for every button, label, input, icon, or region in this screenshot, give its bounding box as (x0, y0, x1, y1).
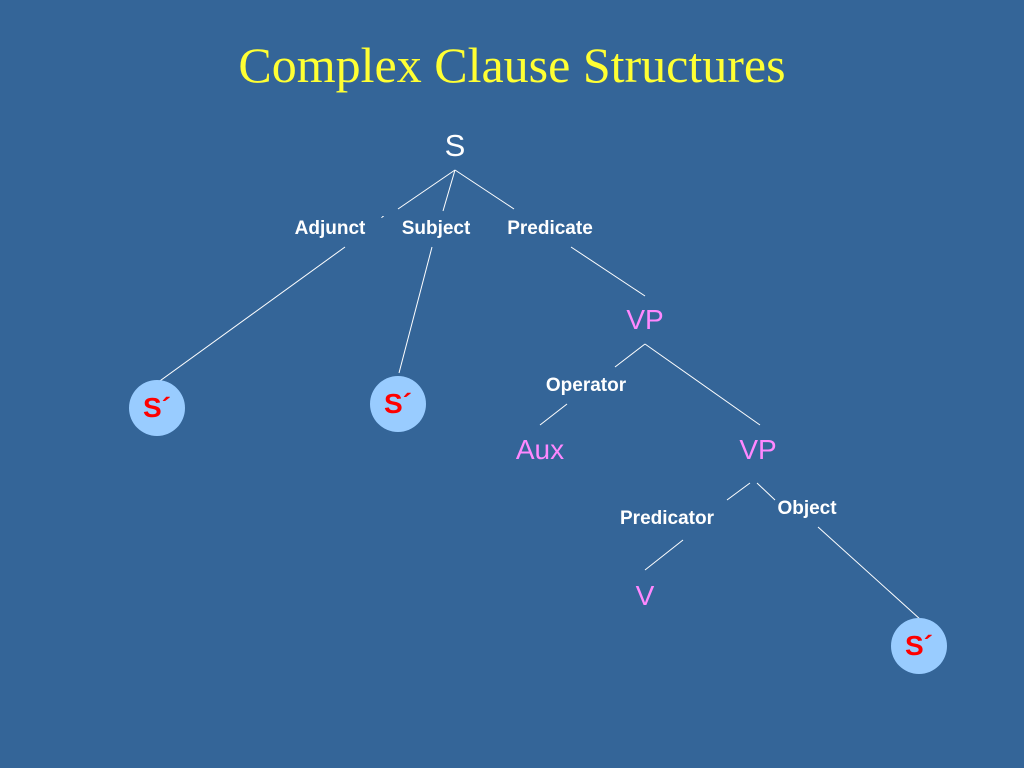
operator-label: Operator (545, 375, 627, 396)
vp-upper-label: VP (626, 304, 664, 335)
branch-s-subject (442, 169, 456, 212)
separator-mark: ´ (380, 213, 386, 229)
adjunct-label: Adjunct (294, 218, 366, 239)
adjunct-clause-bubble: S´ (129, 380, 185, 436)
vp-lower-label: VP (739, 434, 777, 465)
branch-vp-predicator (726, 482, 751, 501)
object-label: Object (777, 498, 837, 519)
branch-vp-object (756, 482, 776, 501)
slide-title: Complex Clause Structures (238, 37, 786, 93)
branch-s-adjunct (397, 169, 456, 210)
object-clause-bubble: S´ (891, 618, 947, 674)
branch-object-clause (817, 526, 922, 621)
branch-predicator-v (644, 539, 684, 571)
v-label: V (635, 580, 655, 611)
root-s-label: S (444, 128, 466, 163)
predicator-label: Predicator (620, 508, 714, 529)
aux-label: Aux (515, 434, 565, 465)
subject-label: Subject (401, 218, 471, 239)
predicate-label: Predicate (507, 218, 593, 239)
branch-adjunct-clause (156, 246, 346, 384)
branch-vp-vp (644, 343, 761, 426)
branch-s-predicate (454, 169, 515, 210)
branch-vp-operator (614, 343, 646, 368)
subject-clause-bubble: S´ (370, 376, 426, 432)
branch-predicate-vp (570, 246, 646, 297)
branch-operator-aux (539, 403, 568, 426)
branch-subject-clause (398, 246, 433, 374)
